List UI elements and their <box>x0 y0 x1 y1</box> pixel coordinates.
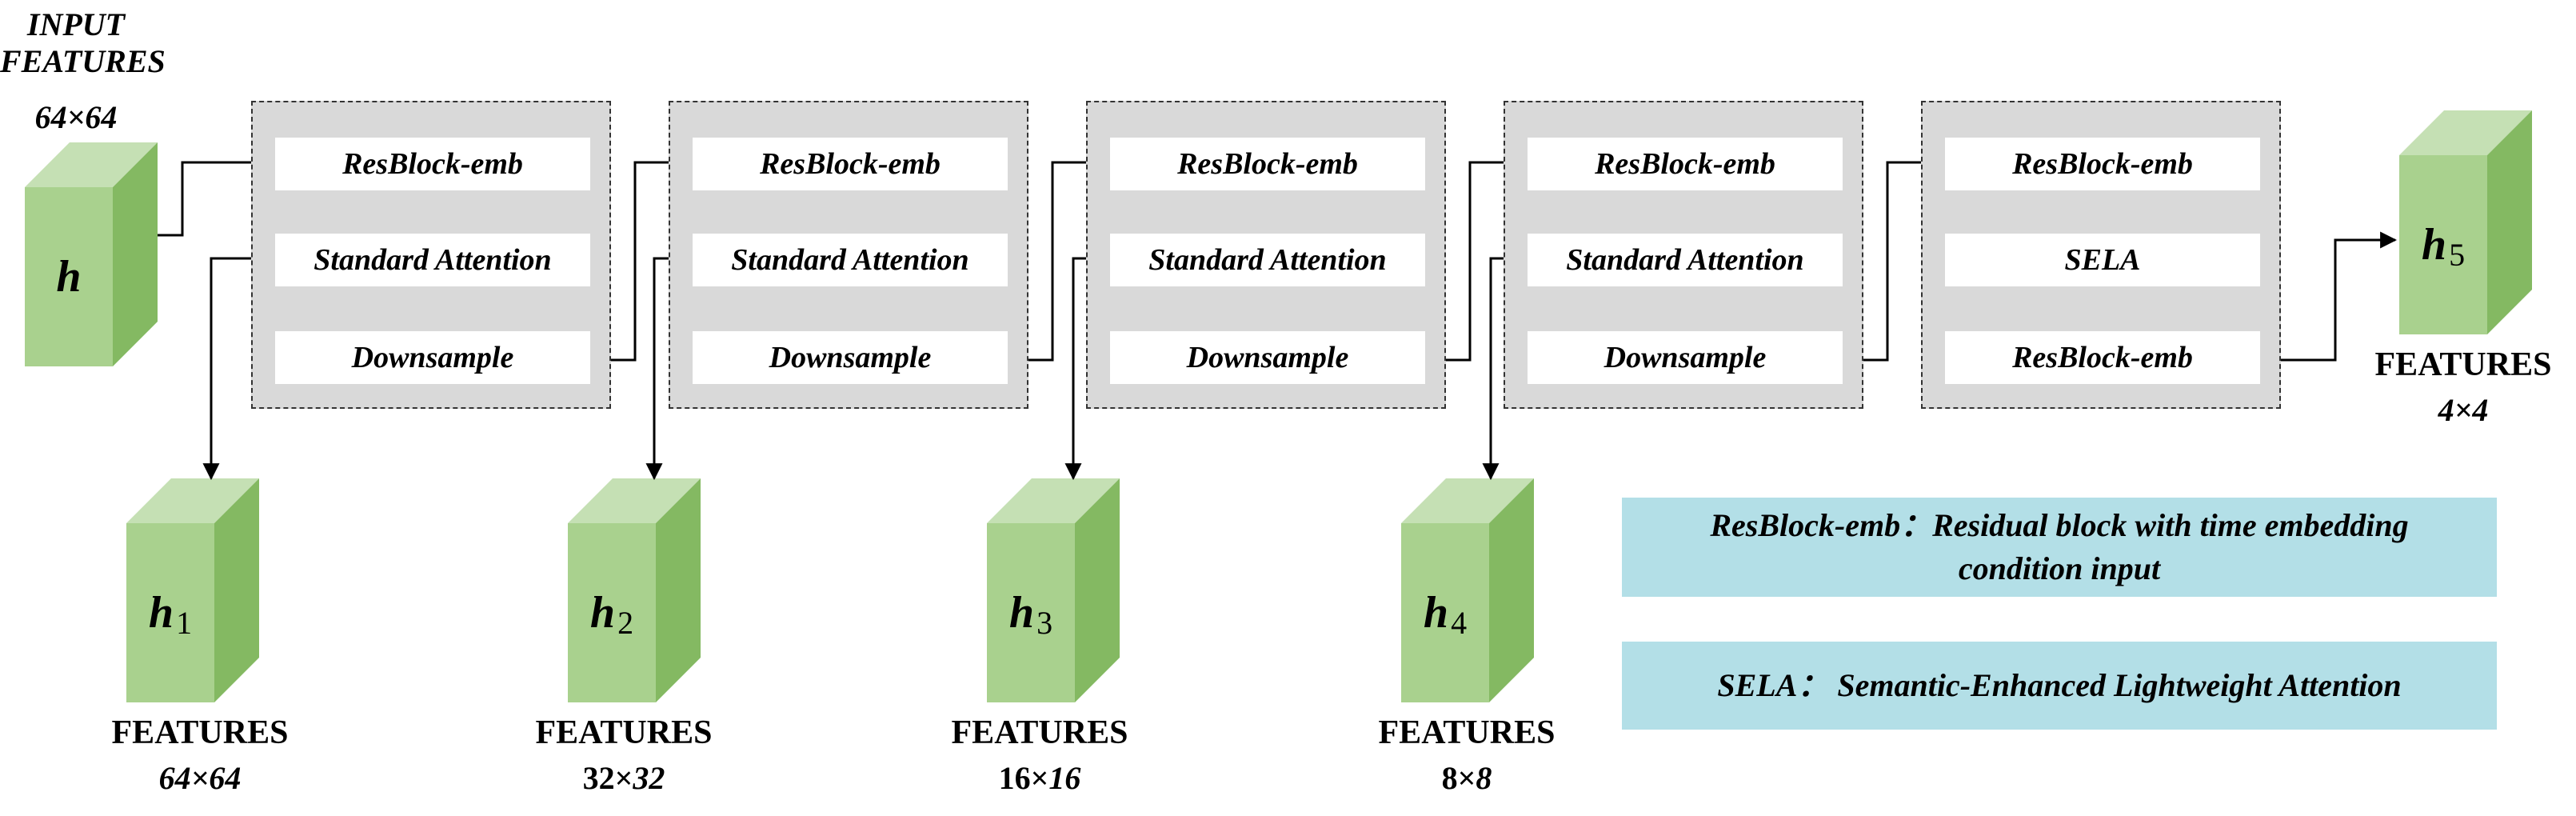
h1-cube: h1 <box>126 478 259 702</box>
downsample-block: Downsample <box>275 331 590 384</box>
encoder-stage-2: ResBlock-emb Standard Attention Downsamp… <box>669 101 1028 409</box>
feature-2-size: 32×32 <box>582 760 665 796</box>
feature-4-size: 8×8 <box>1441 760 1492 796</box>
feature-3-title: FEATURES <box>951 714 1128 751</box>
encoder-stage-3: ResBlock-emb Standard Attention Downsamp… <box>1086 101 1446 409</box>
h2-cube: h2 <box>568 478 701 702</box>
stage3-to-stage4-arrow <box>1424 154 1527 362</box>
h3-cube: h3 <box>987 478 1120 702</box>
input-h-cube: h <box>25 142 158 366</box>
downsample-block: Downsample <box>1528 331 1843 384</box>
legend-sela: SELA： Semantic-Enhanced Lightweight Atte… <box>1622 642 2497 730</box>
h3-cube-label: h3 <box>1009 588 1052 641</box>
resblock-emb-block: ResBlock-emb <box>1945 331 2260 384</box>
input-to-stage1-arrow <box>158 154 274 237</box>
resblock-emb-block: ResBlock-emb <box>693 138 1008 190</box>
stage1-to-stage2-arrow <box>589 154 692 362</box>
downsample-block: Downsample <box>1110 331 1425 384</box>
resblock-emb-block: ResBlock-emb <box>275 138 590 190</box>
feature-3-size: 16×16 <box>998 760 1081 796</box>
h5-cube-label: h5 <box>2422 220 2465 273</box>
feature-1-size: 64×64 <box>158 760 242 796</box>
resblock-emb-block: ResBlock-emb <box>1945 138 2260 190</box>
output-features-size: 4×4 <box>2438 392 2489 428</box>
feature-1-title: FEATURES <box>111 714 289 751</box>
resblock-emb-block: ResBlock-emb <box>1110 138 1425 190</box>
stage5-to-output-arrow <box>2258 231 2398 362</box>
standard-attention-block: Standard Attention <box>693 234 1008 286</box>
encoder-stage-1: ResBlock-emb Standard Attention Downsamp… <box>251 101 611 409</box>
legend-resblock-emb: ResBlock-emb：Residual block with time em… <box>1622 498 2497 597</box>
stage2-to-stage3-arrow <box>1006 154 1109 362</box>
encoder-stage-4: ResBlock-emb Standard Attention Downsamp… <box>1504 101 1863 409</box>
h4-cube: h4 <box>1401 478 1534 702</box>
feature-4-title: FEATURES <box>1378 714 1556 751</box>
sela-block: SELA <box>1945 234 2260 286</box>
standard-attention-block: Standard Attention <box>275 234 590 286</box>
h2-cube-label: h2 <box>590 588 633 641</box>
encoder-stage-5: ResBlock-emb SELA ResBlock-emb <box>1921 101 2281 409</box>
input-features-title: INPUT FEATURES <box>0 6 166 79</box>
input-h-cube-label: h <box>56 252 81 302</box>
h4-cube-label: h4 <box>1424 588 1467 641</box>
standard-attention-block: Standard Attention <box>1110 234 1425 286</box>
h5-cube: h5 <box>2399 110 2532 334</box>
input-features-size: 64×64 <box>34 99 118 135</box>
resblock-emb-block: ResBlock-emb <box>1528 138 1843 190</box>
downsample-block: Downsample <box>693 331 1008 384</box>
h1-cube-label: h1 <box>149 588 192 641</box>
standard-attention-block: Standard Attention <box>1528 234 1843 286</box>
output-features-title: FEATURES <box>2374 346 2552 383</box>
feature-2-title: FEATURES <box>535 714 713 751</box>
stage4-to-stage5-arrow <box>1841 154 1944 362</box>
